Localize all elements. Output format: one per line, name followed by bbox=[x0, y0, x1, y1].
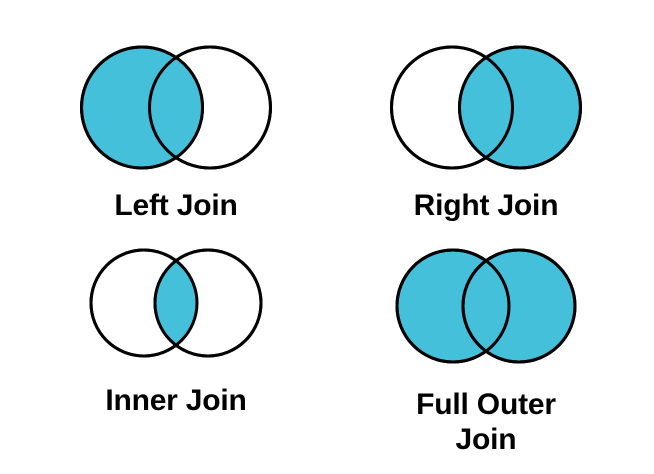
venn-circle-left-outline bbox=[89, 248, 199, 358]
venn-circle-left-outline bbox=[390, 45, 514, 170]
venn-svg-left-join bbox=[80, 45, 272, 170]
venn-circle-left-outline bbox=[395, 248, 511, 364]
venn-intersection bbox=[149, 47, 203, 168]
join-label-left-join: Left Join bbox=[114, 189, 238, 222]
venn-intersection bbox=[459, 47, 513, 168]
join-diagram-inner-join: Inner Join bbox=[62, 244, 290, 419]
venn-circle-right-outline bbox=[458, 45, 582, 170]
venn-intersection bbox=[155, 250, 197, 356]
join-label-full-outer-join: Full Outer Join bbox=[416, 388, 556, 456]
join-diagram-full-outer-join: Full Outer Join bbox=[372, 244, 600, 457]
venn-circle-left-outline bbox=[80, 45, 204, 170]
venn-inner-join bbox=[74, 244, 278, 362]
venn-left-join bbox=[74, 41, 278, 174]
venn-svg-inner-join bbox=[89, 248, 263, 358]
venn-circle-right-outline bbox=[153, 248, 263, 358]
join-diagram-right-join: Right Join bbox=[372, 41, 600, 224]
join-label-inner-join: Inner Join bbox=[105, 384, 247, 417]
venn-circle-right-outline bbox=[461, 248, 577, 364]
venn-svg-full-outer-join bbox=[395, 248, 577, 364]
venn-svg-right-join bbox=[390, 45, 582, 170]
venn-right-join bbox=[384, 41, 588, 174]
venn-circle-right-outline bbox=[148, 45, 272, 170]
join-diagram-left-join: Left Join bbox=[62, 41, 290, 224]
join-label-right-join: Right Join bbox=[413, 189, 559, 222]
venn-full-outer-join bbox=[384, 244, 588, 368]
